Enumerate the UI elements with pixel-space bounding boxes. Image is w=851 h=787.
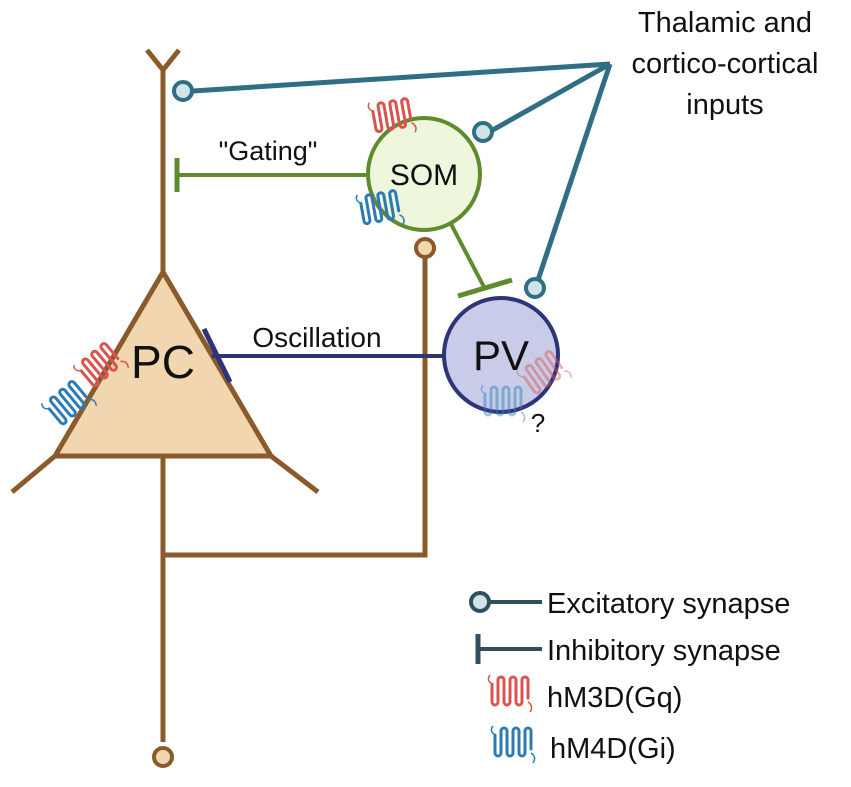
input-to-pv-line [535, 63, 613, 281]
legend-gi-receptor-icon [489, 724, 537, 765]
oscillation-label: Oscillation [252, 322, 381, 353]
inputs-label-line1: Thalamic and [638, 7, 812, 39]
legend-gi-label: hM4D(Gi) [550, 733, 676, 765]
legend-inhibitory: Inhibitory synapse [475, 634, 781, 667]
input-projections: Thalamic and cortico-cortical inputs [172, 7, 819, 299]
pc-axon-terminal [152, 746, 174, 768]
legend-excitatory: Excitatory synapse [469, 588, 790, 620]
legend-gi: hM4D(Gi) [489, 724, 676, 765]
input-to-som-line [489, 61, 612, 134]
legend-excitatory-synapse-icon [469, 591, 491, 613]
legend: Excitatory synapse Inhibitory synapse hM… [469, 588, 790, 765]
legend-gq-label: hM3D(Gq) [547, 682, 682, 714]
input-to-som-excitatory-synapse [472, 121, 494, 143]
pc-basal-dendrite-right [269, 454, 320, 494]
inputs-label-line2: cortico-cortical [632, 48, 819, 80]
legend-excitatory-label: Excitatory synapse [547, 588, 790, 620]
pc-dendrite-tuft [145, 48, 181, 73]
som-interneuron: "Gating" SOM [174, 94, 513, 299]
inputs-label-line3: inputs [686, 89, 763, 121]
legend-gq: hM3D(Gq) [486, 673, 682, 714]
pv-to-pc-inhibitory-synapse [201, 327, 233, 384]
som-label: SOM [390, 159, 458, 192]
gating-label: "Gating" [219, 136, 318, 166]
som-to-pv-line [449, 223, 486, 288]
pc-basal-dendrite-left [10, 454, 57, 494]
pv-receptor-question-mark: ? [531, 408, 545, 438]
pc-neuron: PC [10, 48, 436, 768]
input-to-pv-excitatory-synapse [524, 277, 546, 299]
pv-interneuron: Oscillation PV ? [201, 296, 575, 438]
pc-label: PC [131, 336, 195, 388]
input-to-pc-excitatory-synapse [172, 80, 194, 102]
input-to-pc-line [192, 61, 611, 94]
som-to-pv-inhibitory-synapse [457, 277, 513, 299]
legend-gq-receptor-icon [486, 673, 534, 714]
pc-to-som-excitatory-synapse [414, 237, 436, 259]
pv-label: PV [473, 332, 529, 379]
legend-inhibitory-label: Inhibitory synapse [547, 635, 781, 667]
